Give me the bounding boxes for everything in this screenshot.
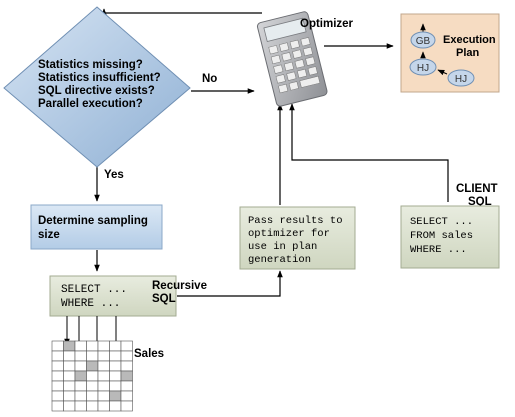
pass-results-line-4: generation <box>248 254 311 266</box>
plan-node-hj-2 <box>447 69 475 87</box>
sales-cell <box>97 360 110 372</box>
pass-results-line-2: optimizer for <box>248 228 330 240</box>
arrow-client-sql-to-optimizer <box>289 103 449 202</box>
sales-sampled-cell <box>109 390 122 402</box>
sales-cell <box>120 400 133 412</box>
decision-line-3: SQL directive exists? <box>38 85 155 97</box>
sampling-line-2: size <box>38 229 60 241</box>
client-sql-line-1: SELECT ... <box>410 216 473 228</box>
plan-node-hj-1 <box>409 58 437 76</box>
sampling-box: Determine sampling size <box>30 204 163 250</box>
decision-line-2: Statistics insufficient? <box>38 72 161 84</box>
sales-cell <box>74 400 87 412</box>
recursive-sql-label-2: SQL <box>152 293 176 305</box>
sales-cell <box>74 350 87 362</box>
yes-label: Yes <box>104 169 124 181</box>
sales-sampled-cell <box>86 360 99 372</box>
sales-cell <box>109 370 122 382</box>
sales-cell <box>120 350 133 362</box>
decision-line-1: Statistics missing? <box>38 59 143 71</box>
sales-cell <box>51 390 64 402</box>
arrow-recursive-sql-to-pass-results <box>177 270 283 297</box>
client-sql-line-2: FROM sales <box>410 230 473 242</box>
recursive-sql-label-1: Recursive <box>152 280 207 292</box>
no-label: No <box>202 73 217 85</box>
decision-diamond: Statistics missing? Statistics insuffici… <box>3 6 191 168</box>
sales-cell <box>86 380 99 392</box>
pass-results-line-1: Pass results to <box>248 215 343 227</box>
calculator-icon <box>256 11 328 107</box>
sales-cell <box>86 350 99 362</box>
client-sql-box: SELECT ... FROM sales WHERE ... <box>400 205 500 269</box>
sales-cell <box>97 370 110 382</box>
sales-cell <box>51 350 64 362</box>
sales-cell <box>120 360 133 372</box>
execution-plan-box: GB HJ HJ Execution Plan <box>400 13 500 93</box>
recursive-sql-box: SELECT ... WHERE ... <box>49 275 177 317</box>
sales-cell <box>109 350 122 362</box>
sales-cell <box>51 380 64 392</box>
client-sql-label-1: CLIENT <box>456 183 498 195</box>
sales-sampled-cell <box>63 340 76 352</box>
sales-sampled-cell <box>74 370 87 382</box>
execution-plan-title-2: Plan <box>456 47 480 59</box>
sales-cell <box>63 350 76 362</box>
sales-cell <box>97 380 110 392</box>
sales-cell <box>51 340 64 352</box>
sales-cell <box>74 390 87 402</box>
sales-cell <box>109 360 122 372</box>
sales-cell <box>86 370 99 382</box>
sales-cell <box>63 400 76 412</box>
sales-cell <box>74 360 87 372</box>
recursive-sql-line-1: SELECT ... <box>61 284 127 296</box>
sales-cell <box>97 350 110 362</box>
sales-cell <box>51 370 64 382</box>
plan-node-hj-1-label: HJ <box>417 63 429 74</box>
optimizer-label: Optimizer <box>300 18 354 30</box>
sales-cell <box>109 340 122 352</box>
sales-cell <box>63 380 76 392</box>
arrow-optimizer-to-decision <box>101 8 262 16</box>
sales-cell <box>120 340 133 352</box>
client-sql-line-3: WHERE ... <box>410 244 467 256</box>
sales-cell <box>120 380 133 392</box>
sales-sampled-cell <box>120 370 133 382</box>
plan-node-hj-2-label: HJ <box>455 74 467 85</box>
sales-cell <box>97 390 110 402</box>
sales-cell <box>86 340 99 352</box>
sales-cell <box>109 400 122 412</box>
sales-cell <box>74 340 87 352</box>
sampling-line-1: Determine sampling <box>38 215 148 227</box>
sales-cell <box>51 360 64 372</box>
sales-cell <box>63 370 76 382</box>
sales-cell <box>51 400 64 412</box>
pass-results-line-3: use in plan <box>248 241 317 253</box>
sales-cell <box>120 390 133 402</box>
sales-cell <box>97 400 110 412</box>
sales-cell <box>74 380 87 392</box>
execution-plan-title-1: Execution <box>443 34 496 46</box>
sales-cell <box>109 380 122 392</box>
sales-table-grid <box>51 340 133 412</box>
plan-node-gb <box>410 31 436 49</box>
plan-node-gb-label: GB <box>416 36 431 47</box>
sales-label: Sales <box>134 348 164 360</box>
pass-results-box: Pass results to optimizer for use in pla… <box>239 206 356 270</box>
sales-cell <box>63 360 76 372</box>
sales-cell <box>86 400 99 412</box>
sales-cell <box>63 390 76 402</box>
decision-line-4: Parallel execution? <box>38 98 143 110</box>
sales-cell <box>86 390 99 402</box>
sales-cell <box>97 340 110 352</box>
recursive-sql-line-2: WHERE ... <box>61 298 120 310</box>
client-sql-label-2: SQL <box>468 196 492 208</box>
